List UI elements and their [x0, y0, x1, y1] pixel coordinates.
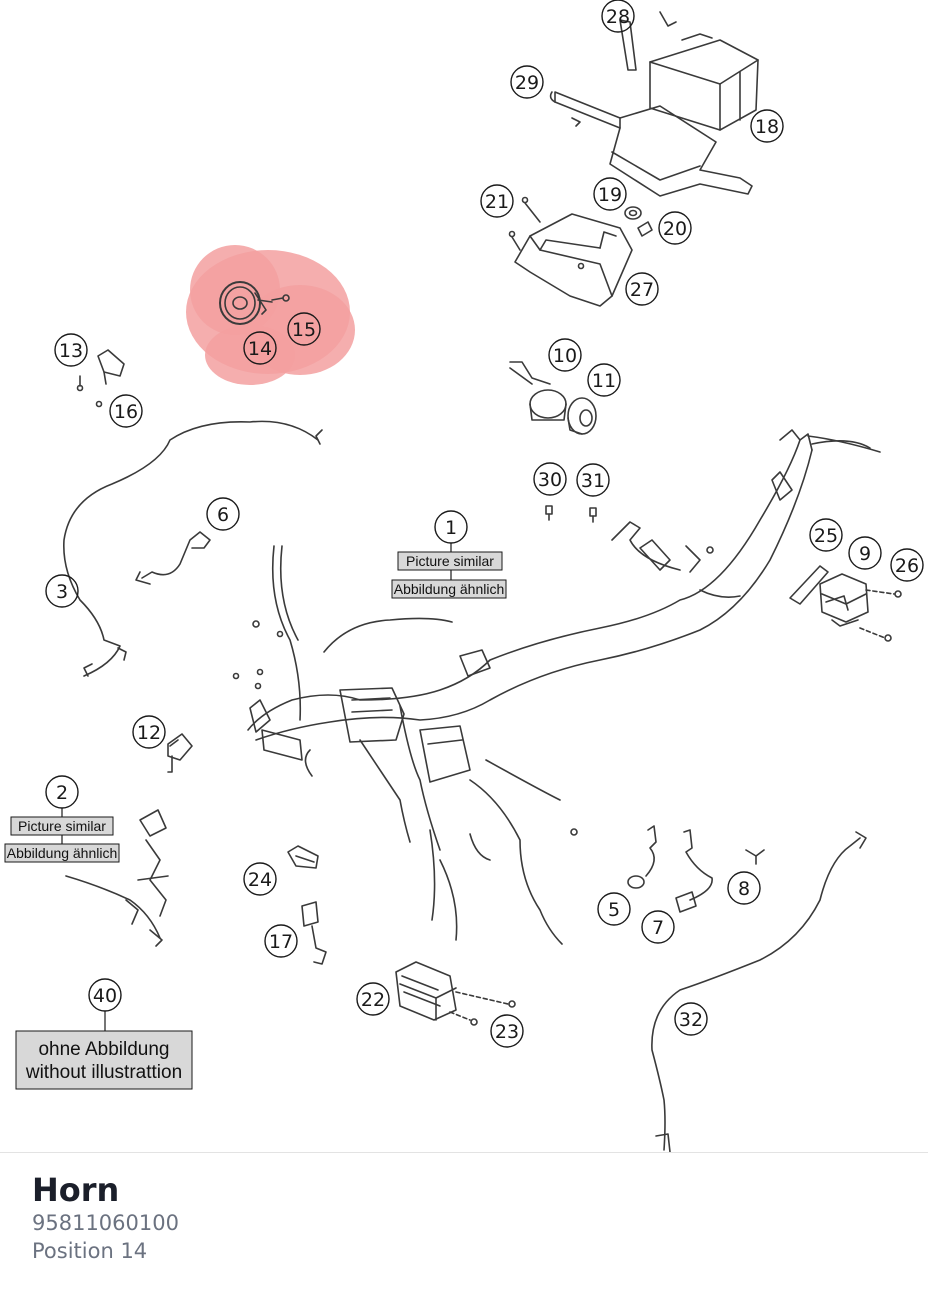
- callout-label: 7: [652, 917, 664, 939]
- callout-label: 12: [137, 722, 161, 744]
- callout-label: 17: [269, 931, 293, 953]
- callout-25: [809, 518, 843, 552]
- callout-26: [890, 548, 924, 582]
- callout-label: 30: [538, 469, 562, 491]
- picture-similar-label: Picture similar: [406, 553, 494, 569]
- fuse-box-drawing: [789, 565, 902, 642]
- callout-28: [601, 0, 635, 33]
- main-harness-drawing: [232, 429, 881, 945]
- callout-label: 22: [361, 989, 385, 1011]
- regulator-drawing: [395, 961, 516, 1026]
- callout-11: [587, 363, 621, 397]
- callout-label: 11: [592, 370, 616, 392]
- callout-label: 1: [445, 517, 457, 539]
- callout-label: 21: [485, 191, 509, 213]
- callout-label: 25: [814, 525, 838, 547]
- callout-31: [576, 463, 610, 497]
- clips-drawing: [545, 505, 597, 523]
- callout-label: 5: [608, 899, 620, 921]
- callout-27: [625, 272, 659, 306]
- callout-7: [641, 910, 675, 944]
- note-callout-1: Picture similar Abbildung ähnlich: [391, 543, 507, 599]
- callout-14: [243, 331, 277, 365]
- callout-label: 28: [606, 6, 630, 28]
- callout-label: 29: [515, 72, 539, 94]
- part-name: Horn: [32, 1171, 120, 1209]
- note-callout-2: Picture similar Abbildung ähnlich: [4, 808, 120, 863]
- sensor-6-drawing: [135, 531, 211, 585]
- callout-label: 31: [581, 470, 605, 492]
- exploded-parts-diagram: 28 29 18 19 21 20 27 14 15 13 16 10 11 3…: [4, 0, 924, 1152]
- callout-30: [533, 462, 567, 496]
- callout-label: 14: [248, 338, 272, 360]
- callout-32: [674, 1002, 708, 1036]
- abbildung-aehnlich-label: Abbildung ähnlich: [394, 581, 505, 597]
- callout-label: 15: [292, 319, 316, 341]
- callout-3: [45, 574, 79, 608]
- part-number: 95811060100: [32, 1211, 179, 1235]
- abbildung-aehnlich-label: Abbildung ähnlich: [7, 845, 118, 861]
- without-illustration-label: without illustrattion: [25, 1062, 182, 1083]
- callout-label: 18: [755, 116, 779, 138]
- callout-5: [597, 892, 631, 926]
- callout-21: [480, 184, 514, 218]
- battery-drawing: [619, 11, 759, 131]
- ohne-abbildung-label: ohne Abbildung: [38, 1039, 169, 1060]
- socket-10-drawing: [509, 361, 597, 435]
- callout-13: [54, 333, 88, 367]
- relay-12-drawing: [167, 733, 193, 773]
- callout-16: [109, 394, 143, 428]
- callout-22: [356, 982, 390, 1016]
- callout-label: 40: [93, 985, 117, 1007]
- callout-17: [264, 924, 298, 958]
- connector-17-drawing: [301, 901, 327, 965]
- harness-2-drawing: [65, 809, 169, 947]
- callout-label: 26: [895, 555, 919, 577]
- callout-label: 23: [495, 1021, 519, 1043]
- callout-15: [287, 312, 321, 346]
- callout-12: [132, 715, 166, 749]
- callout-label: 9: [859, 543, 871, 565]
- callout-label: 13: [59, 340, 83, 362]
- callout-label: 16: [114, 401, 138, 423]
- sensor-5-drawing: [627, 825, 657, 889]
- highlight-area: [186, 245, 355, 385]
- connector-24-drawing: [287, 845, 319, 869]
- callout-label: 24: [248, 869, 272, 891]
- callout-8: [727, 871, 761, 905]
- callout-18: [750, 109, 784, 143]
- callout-label: 8: [738, 878, 750, 900]
- callout-label: 6: [217, 504, 229, 526]
- callout-24: [243, 862, 277, 896]
- callout-label: 20: [663, 218, 687, 240]
- callout-label: 27: [630, 279, 654, 301]
- horn-drawing: [219, 281, 290, 325]
- callout-6: [206, 497, 240, 531]
- callout-10: [548, 338, 582, 372]
- part-info-panel: Horn 95811060100 Position 14: [0, 1152, 928, 1291]
- sensor-13-drawing: [76, 349, 125, 408]
- cable-3-drawing: [63, 420, 323, 677]
- callout-20: [658, 211, 692, 245]
- clip-8-drawing: [745, 849, 765, 865]
- battery-tray-drawing: [508, 196, 633, 307]
- callout-29: [510, 65, 544, 99]
- callout-label: 32: [679, 1009, 703, 1031]
- callout-label: 2: [56, 782, 68, 804]
- callout-19: [593, 177, 627, 211]
- callout-23: [490, 1014, 524, 1048]
- picture-similar-label: Picture similar: [18, 818, 106, 834]
- note-callout-40: ohne Abbildung without illustrattion: [15, 1011, 193, 1090]
- callout-label: 10: [553, 345, 577, 367]
- grommet-drawing: [624, 206, 653, 237]
- callout-9: [848, 536, 882, 570]
- cable-32-drawing: [651, 831, 867, 1152]
- callout-label: 3: [56, 581, 68, 603]
- part-position: Position 14: [32, 1239, 148, 1263]
- sensor-7-drawing: [675, 829, 713, 913]
- callout-label: 19: [598, 184, 622, 206]
- battery-bracket-drawing: [549, 91, 753, 197]
